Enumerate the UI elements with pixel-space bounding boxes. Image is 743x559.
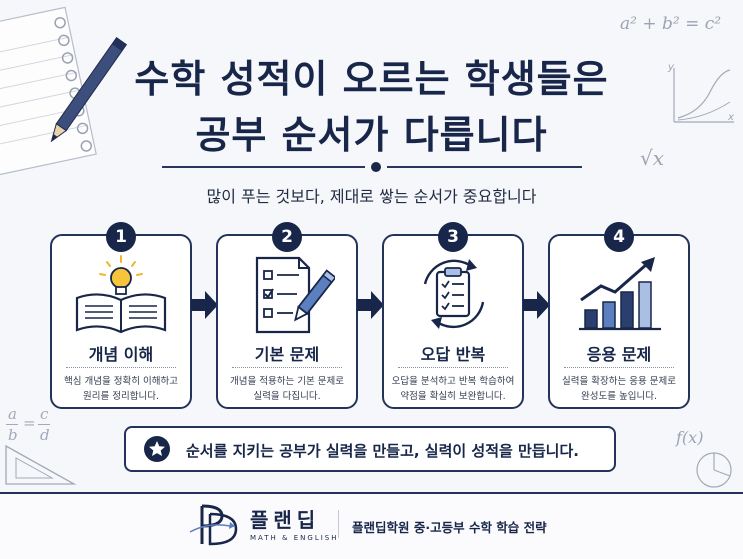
graph-sketch-decoration [673, 68, 734, 123]
arrow-right-icon [357, 291, 384, 319]
step-description-line-2: 약점을 확실히 보완합니다. [400, 391, 506, 402]
fraction-b: b [8, 426, 18, 444]
arrow-right-icon [523, 291, 550, 319]
step-separator [232, 367, 342, 368]
step-description: 오답을 분석하고 반복 학습하여 약점을 확실히 보완합니다. [390, 374, 516, 404]
bar-chart-growth-icon [579, 257, 661, 331]
step-card-1: 1 개념 이해 핵심 개념을 정확히 이해하고 원리를 정리합니다. [50, 222, 192, 409]
step-card-2: 2 기본 문제 개념을 적용하는 기본 문제로 실력을 다집니다. [216, 222, 358, 409]
checklist-pencil-icon [255, 256, 335, 334]
step-description-line-2: 실력을 다집니다. [253, 391, 321, 402]
fraction-d: d [40, 426, 50, 444]
step-separator [66, 367, 176, 368]
plandeep-logo-icon [189, 504, 238, 546]
pie-sketch-decoration [696, 452, 732, 488]
notebook-pencil-decoration [0, 6, 128, 175]
step-description-line-2: 완성도를 높입니다. [581, 391, 657, 402]
axis-x-label: x [728, 112, 734, 123]
main-title-line-1: 수학 성적이 오르는 학생들은 [134, 57, 609, 101]
step-card-3: 3 오답 반복 오답을 분석하고 반복 학습하여 약점을 확실히 보완합니다. [382, 222, 524, 409]
title-divider-right [387, 166, 582, 168]
axis-y-label: y [668, 62, 674, 73]
step-description: 핵심 개념을 정확히 이해하고 원리를 정리합니다. [58, 374, 184, 404]
formula-fx: f(x) [676, 428, 704, 447]
formula-pythagoras: a² + b² = c² [620, 14, 722, 34]
step-number-badge: 1 [106, 222, 136, 252]
clipboard-cycle-icon [423, 259, 485, 329]
arrow-right-icon [191, 291, 218, 319]
step-title: 오답 반복 [420, 345, 486, 364]
formula-sqrt: √x [640, 146, 665, 170]
fraction-c: c [40, 405, 49, 423]
step-title: 기본 문제 [254, 345, 320, 364]
star-icon [144, 436, 170, 462]
title-divider-left [162, 166, 365, 168]
title-divider-dot [371, 162, 381, 172]
footer-separator [338, 510, 339, 538]
step-title: 응용 문제 [586, 345, 652, 364]
step-card-4: 4 응용 문제 실력을 확장하는 응용 문제로 완성도를 높입니다. [548, 222, 690, 409]
step-description-line-1: 개념을 적용하는 기본 문제로 [230, 376, 344, 387]
step-description: 개념을 적용하는 기본 문제로 실력을 다집니다. [224, 374, 350, 404]
step-title: 개념 이해 [88, 345, 154, 364]
fraction-decoration: a b = c d [6, 405, 50, 444]
step-number-badge: 4 [604, 222, 634, 252]
step-description-line-2: 원리를 정리합니다. [83, 391, 159, 402]
step-description-line-1: 오답을 분석하고 반복 학습하여 [391, 376, 515, 387]
fraction-a: a [8, 405, 17, 423]
step-separator [398, 367, 508, 368]
triangle-ruler-decoration [5, 444, 77, 485]
step-separator [564, 367, 674, 368]
summary-banner-text: 순서를 지키는 공부가 실력을 만들고, 실력이 성적을 만듭니다. [186, 442, 579, 460]
brand-subtitle: MATH & ENGLISH [250, 534, 339, 542]
footer: 플랜딥 MATH & ENGLISH 플랜딥학원 중·고등부 수학 학습 전략 [0, 492, 743, 559]
step-description: 실력을 확장하는 응용 문제로 완성도를 높입니다. [556, 374, 682, 404]
brand-name: 플랜딥 [250, 508, 321, 532]
step-number-badge: 3 [438, 222, 468, 252]
summary-banner: 순서를 지키는 공부가 실력을 만들고, 실력이 성적을 만듭니다. [124, 426, 616, 472]
main-title-line-2: 공부 순서가 다릅니다 [195, 113, 548, 157]
subtitle: 많이 푸는 것보다, 제대로 쌓는 순서가 중요합니다 [206, 187, 537, 206]
open-book-lightbulb-icon [75, 255, 167, 334]
step-description-line-1: 핵심 개념을 정확히 이해하고 [64, 376, 178, 387]
step-description-line-1: 실력을 확장하는 응용 문제로 [562, 376, 676, 387]
footer-tagline: 플랜딥학원 중·고등부 수학 학습 전략 [352, 520, 547, 535]
step-number-badge: 2 [272, 222, 302, 252]
